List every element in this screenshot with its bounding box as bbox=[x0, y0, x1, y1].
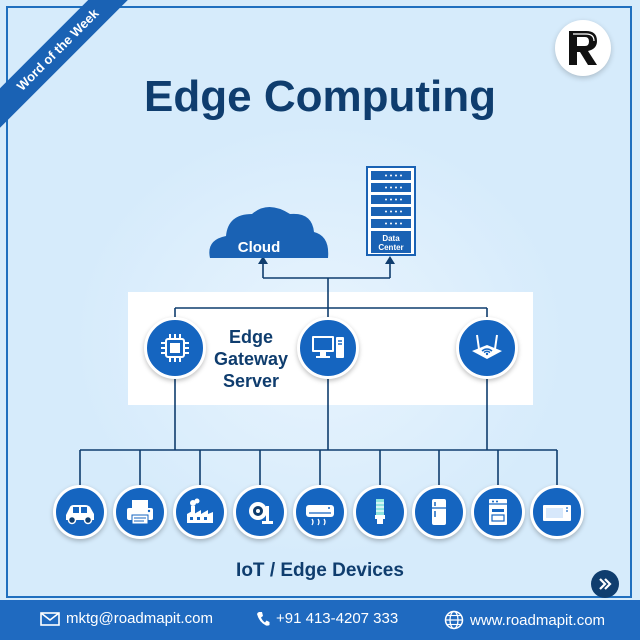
device-refrigerator-node[interactable] bbox=[412, 485, 466, 539]
phone-text: +91 413-4207 333 bbox=[276, 610, 399, 627]
gateway-label-line2: Gateway bbox=[213, 349, 289, 369]
page-title: Edge Computing bbox=[144, 72, 496, 121]
email-text: mktg@roadmapit.com bbox=[66, 610, 213, 627]
desktop-computer-icon bbox=[312, 336, 344, 358]
security-camera-icon bbox=[249, 502, 273, 524]
refrigerator-icon bbox=[432, 499, 446, 525]
wifi-router-icon bbox=[472, 334, 502, 359]
iot-edge-devices-label: IoT / Edge Devices bbox=[236, 560, 404, 581]
footer-email[interactable]: mktg@roadmapit.com bbox=[40, 610, 213, 627]
car-icon bbox=[66, 505, 94, 525]
device-bulb-node[interactable] bbox=[353, 485, 407, 539]
dishwasher-icon bbox=[489, 499, 507, 525]
printer-icon bbox=[127, 500, 153, 525]
device-drop-lines bbox=[79, 450, 558, 488]
factory-icon bbox=[187, 498, 213, 523]
cloud-icon: Cloud bbox=[209, 207, 329, 258]
device-car-node[interactable] bbox=[53, 485, 107, 539]
arrow-to-cloud bbox=[258, 256, 268, 264]
globe-icon bbox=[444, 610, 464, 630]
device-printer-node[interactable] bbox=[113, 485, 167, 539]
footer-phone[interactable]: +91 413-4207 333 bbox=[256, 610, 398, 627]
device-camera-node[interactable] bbox=[233, 485, 287, 539]
next-button[interactable] bbox=[591, 570, 619, 598]
datacenter-label-line1: Data bbox=[382, 234, 400, 243]
arrow-to-datacenter bbox=[385, 256, 395, 264]
double-chevron-right-icon bbox=[599, 578, 612, 590]
bulb-icon bbox=[375, 499, 385, 524]
edge-gateway-server-label: Edge Gateway Server bbox=[206, 326, 296, 392]
data-center-icon: Data Center bbox=[366, 166, 416, 256]
chip-icon bbox=[161, 334, 189, 362]
gateway-label-line3: Server bbox=[222, 371, 280, 391]
edge-gateway-router-node[interactable] bbox=[456, 317, 518, 379]
footer-website[interactable]: www.roadmapit.com bbox=[444, 610, 605, 630]
cloud-label: Cloud bbox=[238, 239, 281, 256]
device-air-conditioner-node[interactable] bbox=[293, 485, 347, 539]
edge-gateway-computer-node[interactable] bbox=[297, 317, 359, 379]
phone-icon bbox=[257, 611, 270, 626]
microwave-icon bbox=[543, 505, 571, 521]
device-dishwasher-node[interactable] bbox=[471, 485, 525, 539]
datacenter-label-line2: Center bbox=[378, 243, 403, 252]
air-conditioner-icon bbox=[306, 505, 334, 526]
edge-gateway-chip-node[interactable] bbox=[144, 317, 206, 379]
website-text: www.roadmapit.com bbox=[470, 611, 606, 629]
r-logo-icon bbox=[569, 31, 597, 65]
envelope-icon bbox=[40, 611, 60, 626]
gateway-label-line1: Edge bbox=[228, 327, 273, 347]
device-factory-node[interactable] bbox=[173, 485, 227, 539]
contact-footer: mktg@roadmapit.com +91 413-4207 333 www.… bbox=[0, 600, 640, 640]
roadmap-logo[interactable] bbox=[555, 20, 611, 76]
device-microwave-node[interactable] bbox=[530, 485, 584, 539]
